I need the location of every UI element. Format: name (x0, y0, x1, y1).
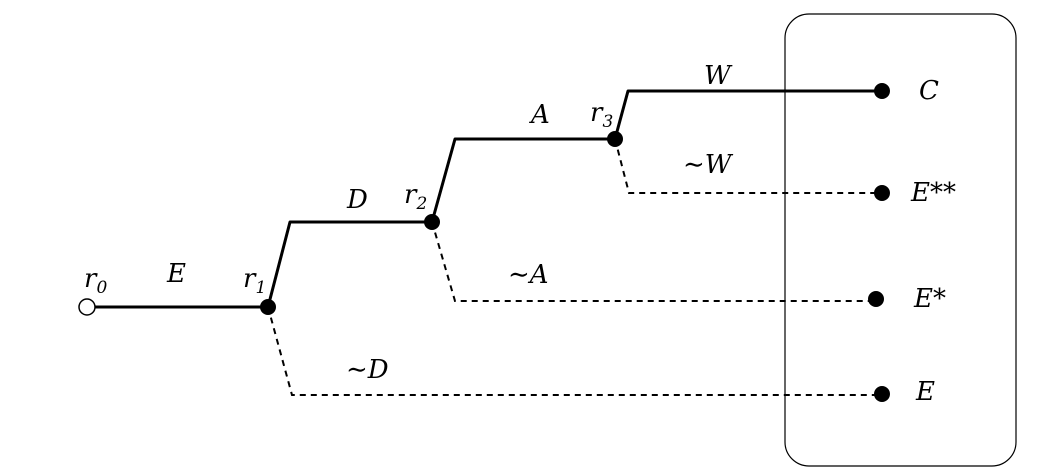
terminal-Estar (868, 291, 884, 307)
outcome-label-Estar: E* (913, 284, 946, 314)
terminal-Estarstar (874, 185, 890, 201)
edge-not-W (614, 138, 881, 194)
edge-W (613, 89, 883, 141)
edge-label-not-W: ∼W (683, 150, 734, 180)
outcome-label-E: E (915, 377, 935, 407)
node-r3 (607, 131, 623, 147)
edge-label-A: A (529, 100, 550, 130)
node-label-r2: r2 (404, 180, 427, 214)
edge-A (430, 137, 617, 224)
node-r2 (424, 214, 440, 230)
edge-not-A (431, 221, 875, 302)
node-label-r3: r3 (590, 98, 613, 132)
edge-not-D (267, 306, 881, 396)
edge-D (266, 220, 434, 309)
outcome-group-box (784, 13, 1017, 467)
outcome-label-Estarstar: E** (910, 178, 956, 208)
node-r1 (260, 299, 276, 315)
node-r0 (78, 298, 96, 316)
terminal-E (874, 386, 890, 402)
edge-label-E: E (166, 259, 186, 289)
node-label-r1: r1 (243, 264, 266, 298)
terminal-C (874, 83, 890, 99)
edge-label-not-A: ∼A (508, 260, 549, 290)
edge-label-D: D (346, 185, 368, 215)
node-label-r0: r0 (84, 264, 107, 298)
edge-label-W: W (704, 61, 733, 91)
edge-label-not-D: ∼D (346, 355, 389, 385)
outcome-label-C: C (919, 76, 939, 106)
